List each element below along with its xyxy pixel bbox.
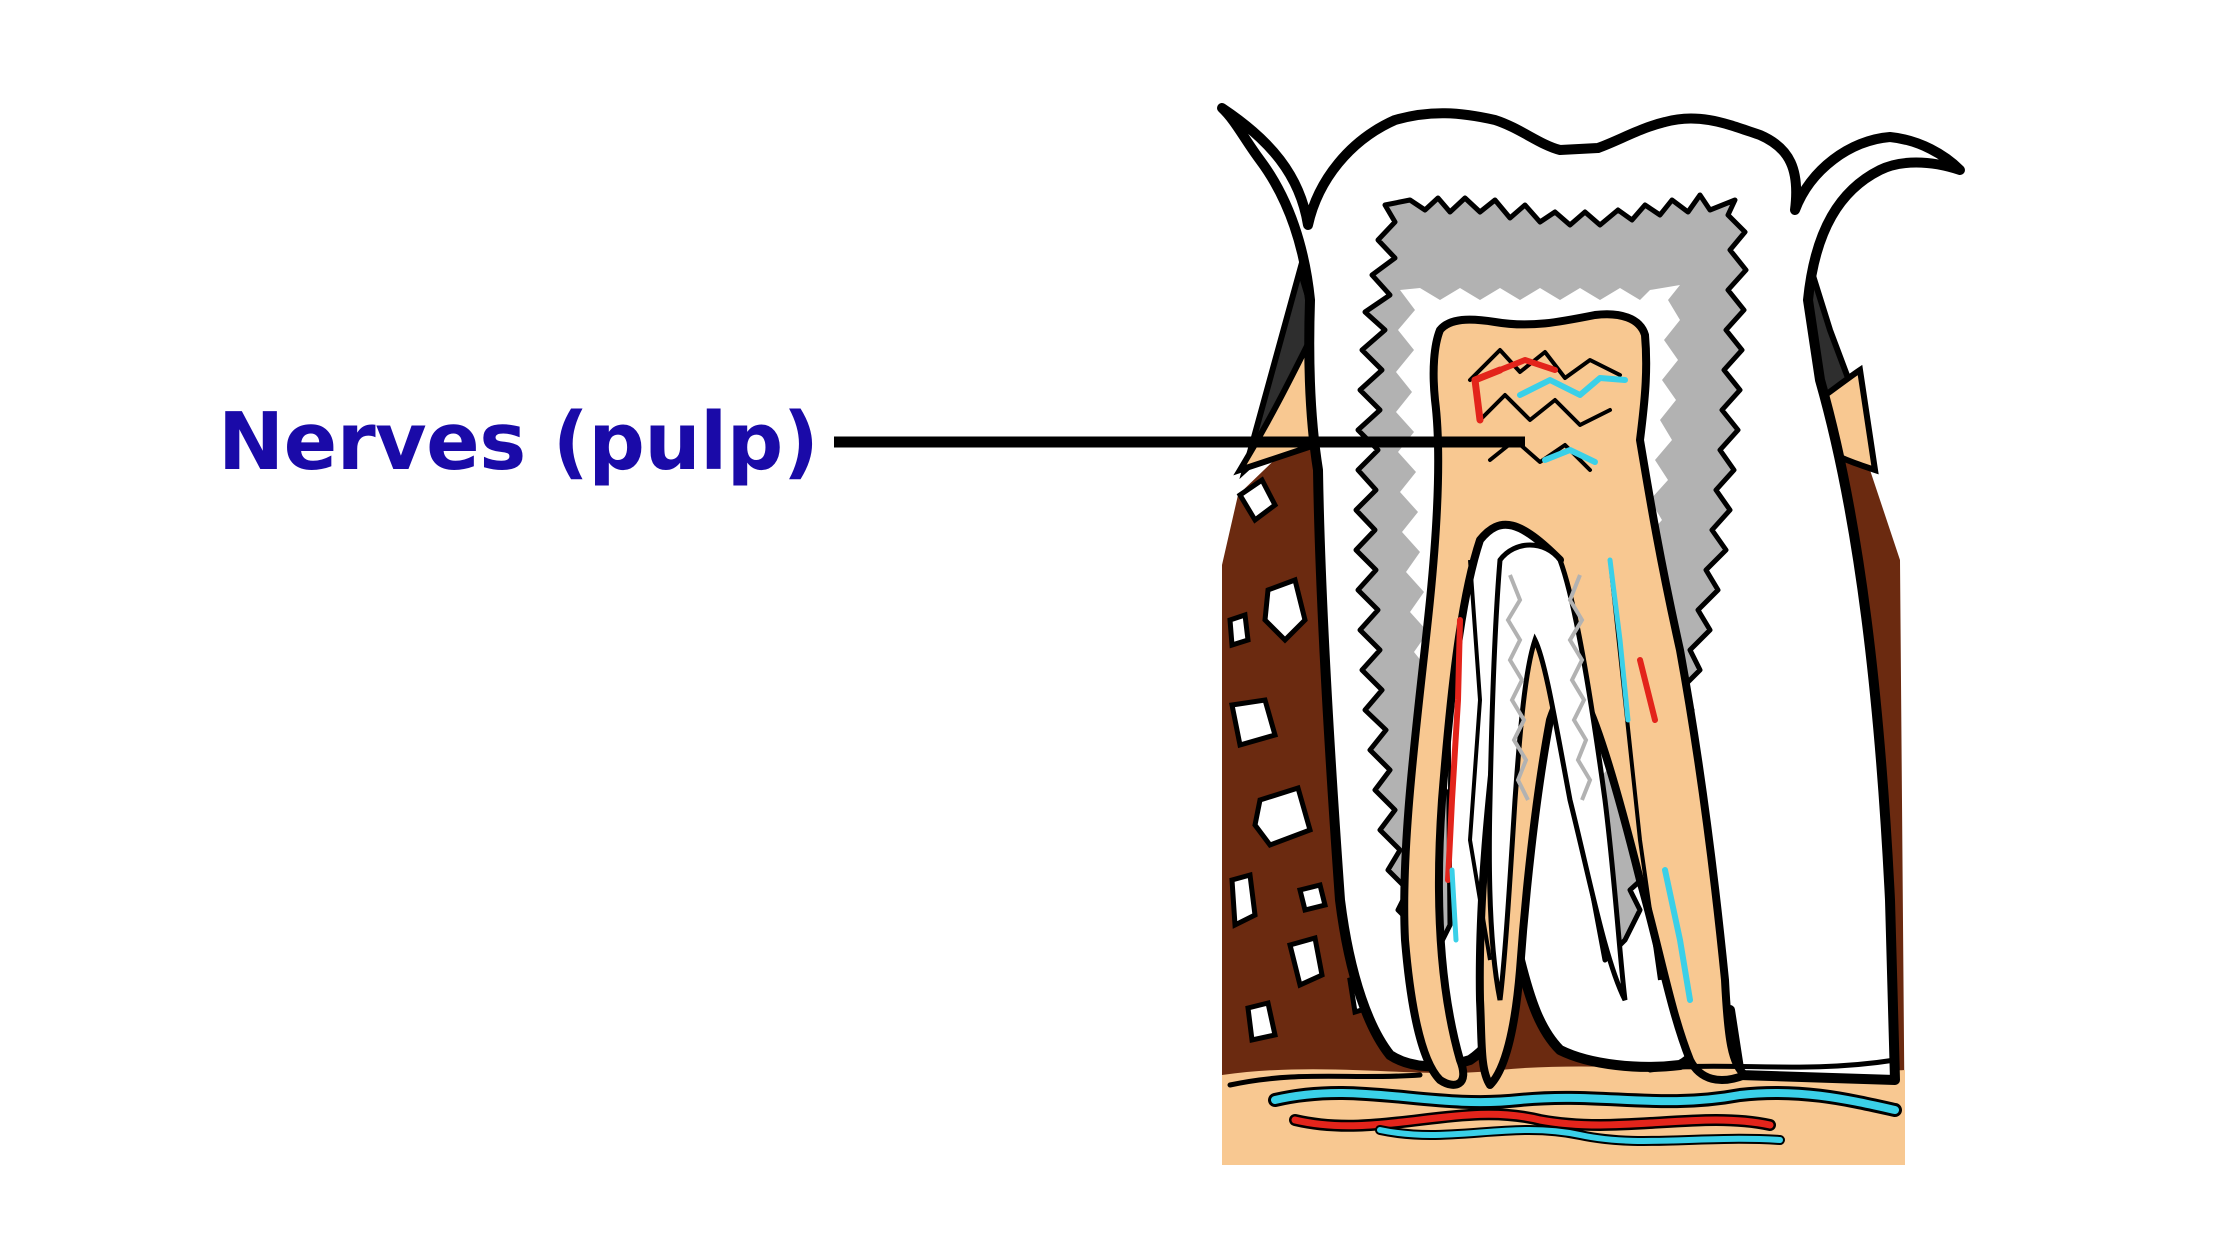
pulp-label: Nerves (pulp)	[218, 396, 819, 488]
bottom-vessels	[1227, 1057, 1902, 1146]
pulp-spikes	[1505, 574, 1593, 801]
pulp-vessels	[1445, 348, 1693, 1003]
root-canal-inner	[1486, 542, 1628, 1002]
